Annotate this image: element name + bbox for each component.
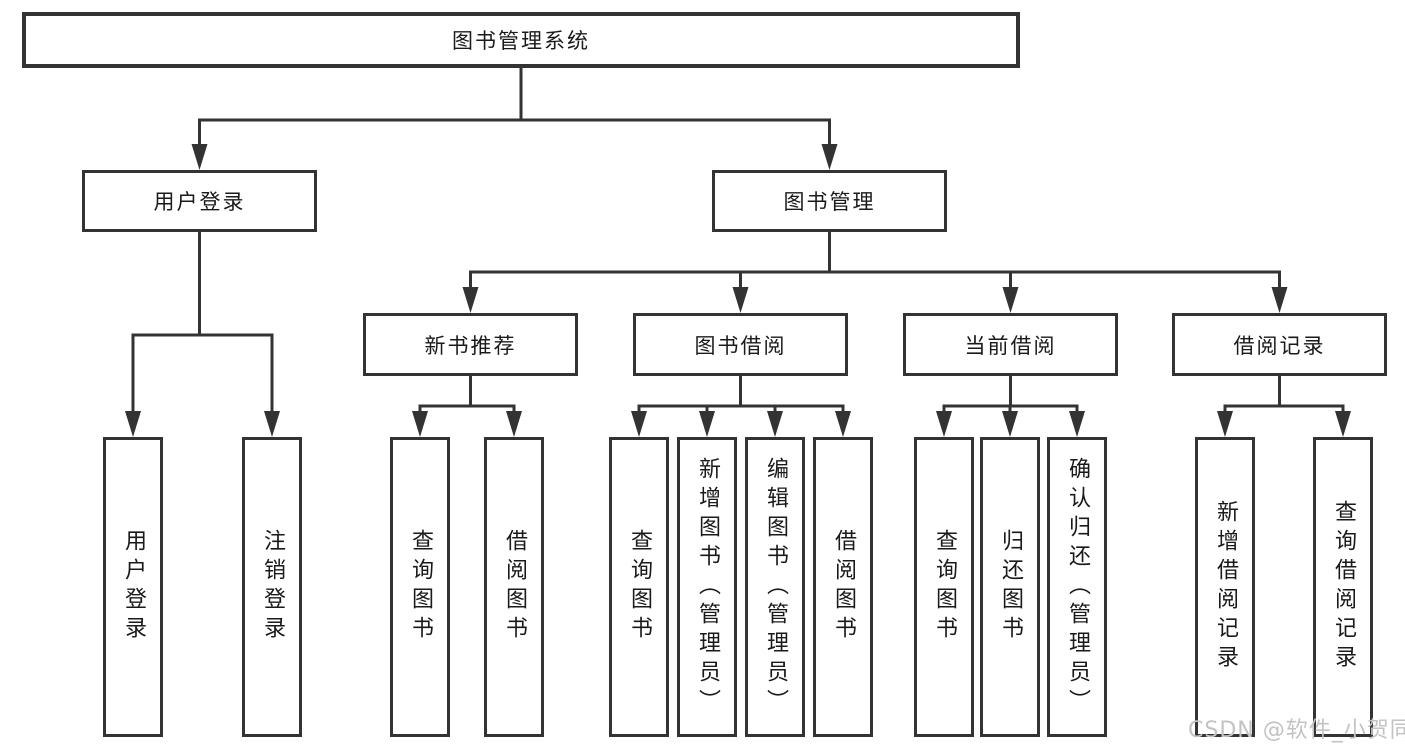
node-label: 借阅图书: [831, 529, 856, 645]
node-label: 确认归还（管理员）: [1065, 456, 1090, 718]
leaf-records-add-record: 新增借阅记录: [1195, 437, 1255, 737]
node-new-book-recommend: 新书推荐: [363, 313, 578, 376]
node-label: 图书管理: [783, 190, 876, 214]
leaf-recommend-query-book: 查询图书: [390, 437, 450, 737]
node-label: 当前借阅: [964, 333, 1057, 358]
leaf-current-query-book: 查询图书: [914, 437, 974, 737]
leaf-borrow-borrow-book: 借阅图书: [813, 437, 873, 737]
node-label: 新书推荐: [424, 333, 517, 358]
leaf-borrow-add-book: 新增图书（管理员）: [677, 437, 737, 737]
csdn-watermark: CSDN @软件_小贺同学: [1188, 718, 1405, 743]
leaf-borrow-query-book: 查询图书: [609, 437, 669, 737]
leaf-borrow-edit-book: 编辑图书（管理员）: [745, 437, 805, 737]
node-label: 图书借阅: [694, 333, 787, 358]
node-root: 图书管理系统: [22, 12, 1020, 68]
node-label: 借阅记录: [1233, 333, 1326, 358]
node-book-borrow: 图书借阅: [633, 313, 848, 376]
node-label: 编辑图书（管理员）: [763, 456, 788, 718]
leaf-current-confirm-return: 确认归还（管理员）: [1047, 437, 1107, 737]
leaf-current-return-book: 归还图书: [980, 437, 1040, 737]
leaf-recommend-borrow-book: 借阅图书: [484, 437, 544, 737]
node-label: 查询借阅记录: [1331, 500, 1356, 674]
node-label: 用户登录: [121, 529, 146, 645]
node-user-login: 用户登录: [82, 170, 317, 232]
node-borrow-records: 借阅记录: [1172, 313, 1387, 376]
node-label: 查询图书: [932, 529, 957, 645]
node-label: 新增借阅记录: [1213, 500, 1238, 674]
leaf-user-login: 用户登录: [103, 437, 163, 737]
node-label: 归还图书: [998, 529, 1023, 645]
leaf-logout: 注销登录: [242, 437, 302, 737]
leaf-records-query-record: 查询借阅记录: [1313, 437, 1373, 737]
node-label: 借阅图书: [502, 529, 527, 645]
node-book-management: 图书管理: [712, 170, 947, 232]
node-label: 查询图书: [627, 529, 652, 645]
node-label: 图书管理系统: [452, 29, 590, 53]
node-label: 注销登录: [260, 529, 285, 645]
node-label: 新增图书（管理员）: [695, 456, 720, 718]
node-label: 用户登录: [153, 190, 246, 214]
node-label: 查询图书: [408, 529, 433, 645]
node-current-borrow: 当前借阅: [903, 313, 1118, 376]
